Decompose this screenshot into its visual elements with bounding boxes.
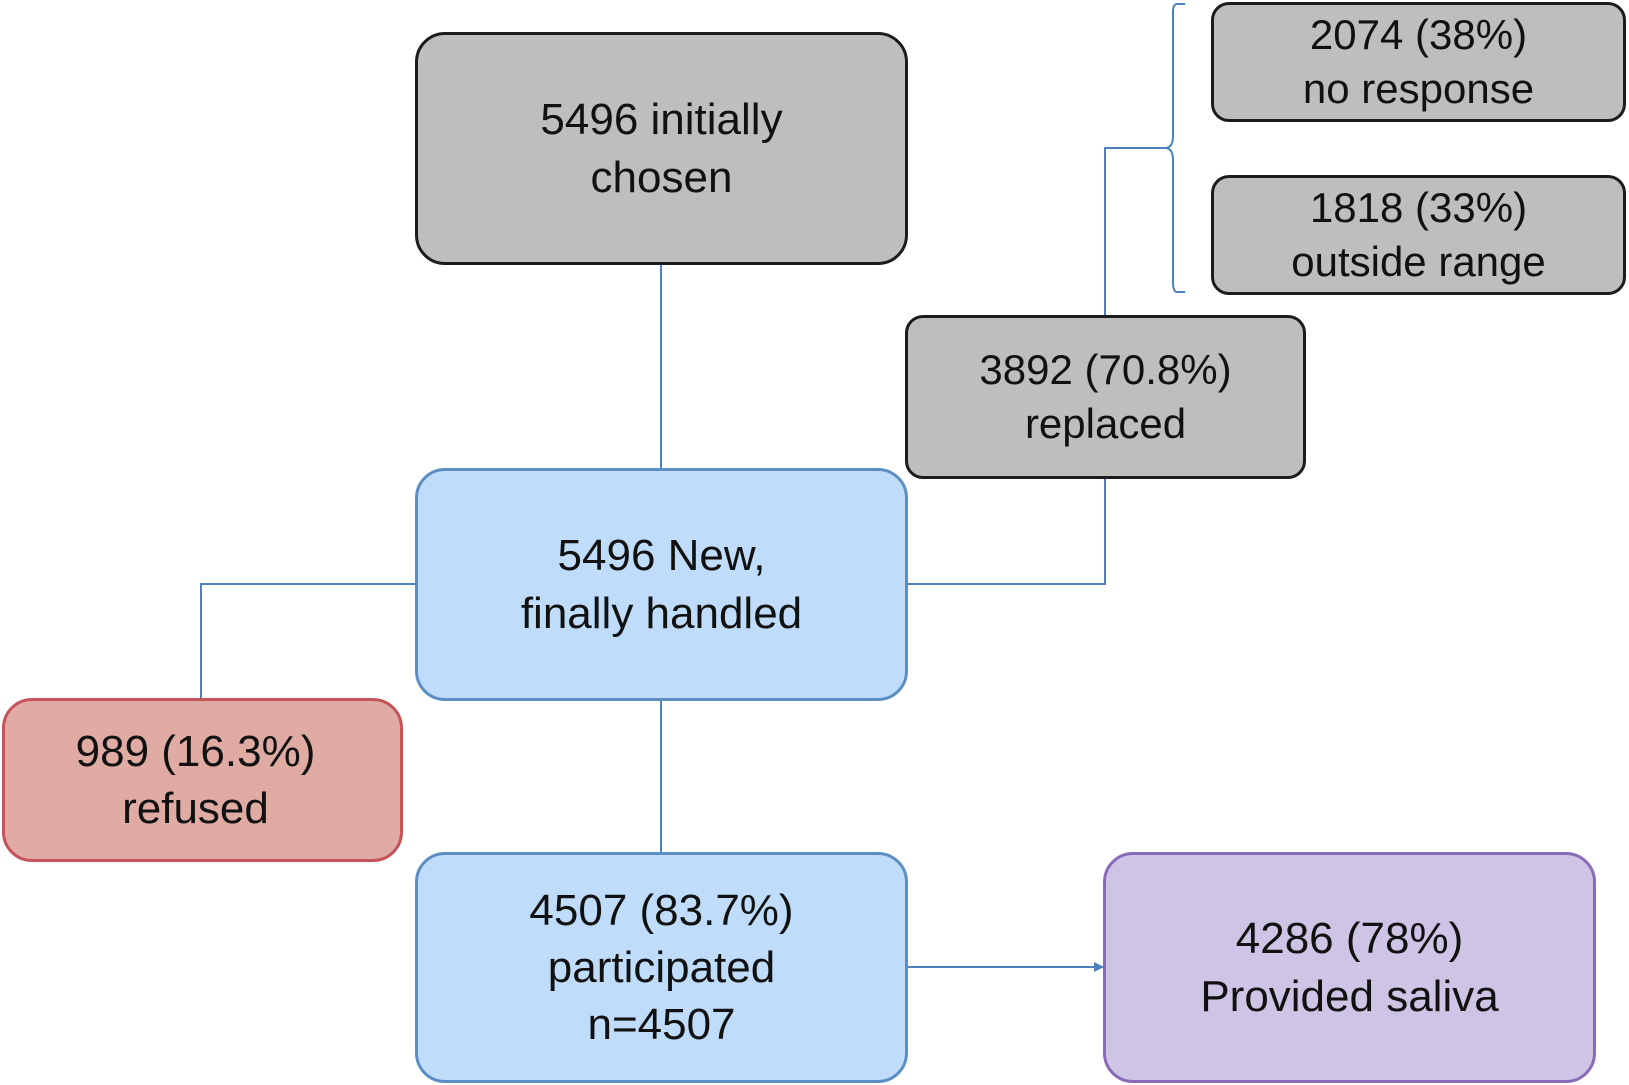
replaced-box: 3892 (70.8%) replaced: [905, 315, 1306, 479]
saliva-label: Provided saliva: [1200, 971, 1499, 1021]
finally-handled-count: 5496 New,: [557, 531, 766, 581]
outside-range-count: 1818 (33%): [1309, 184, 1528, 232]
participated-label: participated: [547, 942, 776, 992]
initially-chosen-count: 5496 initially: [540, 95, 783, 145]
refused-label: refused: [122, 784, 269, 833]
connector-handled-to-refused: [200, 583, 415, 698]
refused-count: 989 (16.3%): [75, 726, 316, 776]
outside-range-label: outside range: [1291, 238, 1546, 285]
participated-count: 4507 (83.7%): [529, 885, 794, 935]
saliva-count: 4286 (78%): [1235, 914, 1464, 964]
outside-range-box: 1818 (33%) outside range: [1211, 175, 1626, 295]
participated-n: n=4507: [587, 1000, 736, 1050]
participated-box: 4507 (83.7%) participated n=4507: [415, 852, 908, 1083]
curly-bracket: [1164, 3, 1185, 293]
no-response-box: 2074 (38%) no response: [1211, 2, 1626, 122]
saliva-box: 4286 (78%) Provided saliva: [1103, 852, 1596, 1083]
finally-handled-label: finally handled: [520, 588, 803, 638]
no-response-label: no response: [1302, 65, 1535, 112]
connector-replaced-to-bracket: [1104, 147, 1165, 315]
initially-chosen-box: 5496 initially chosen: [415, 32, 908, 265]
no-response-count: 2074 (38%): [1309, 11, 1528, 59]
replaced-count: 3892 (70.8%): [979, 346, 1232, 394]
finally-handled-box: 5496 New, finally handled: [415, 468, 908, 701]
replaced-label: replaced: [1024, 400, 1187, 447]
connector-handled-to-replaced: [907, 478, 1106, 585]
initially-chosen-label: chosen: [590, 152, 733, 202]
refused-box: 989 (16.3%) refused: [2, 698, 403, 862]
